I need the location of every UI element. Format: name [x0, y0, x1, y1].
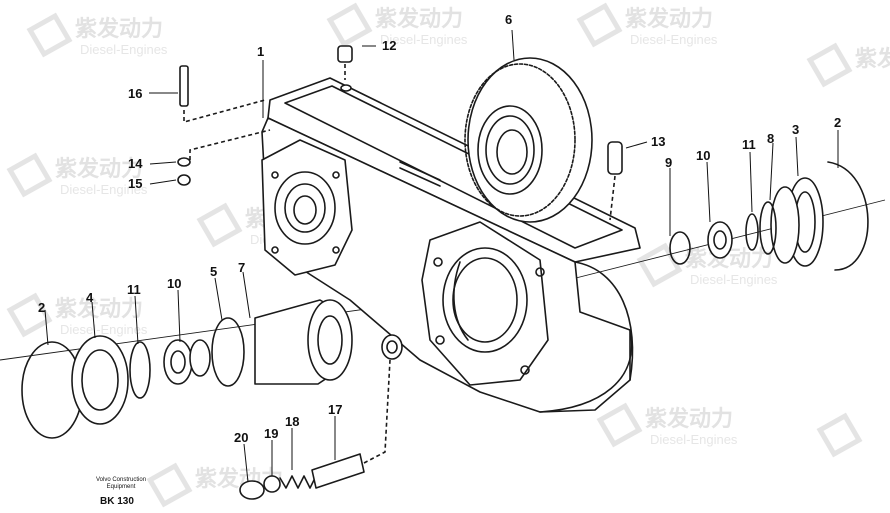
- callout-15: 15: [128, 176, 142, 191]
- callout-6: 6: [505, 12, 512, 27]
- callout-7: 7: [238, 260, 245, 275]
- callout-12: 12: [382, 38, 396, 53]
- watermark-brand: 紫发动力: [645, 406, 733, 431]
- callout-16: 16: [128, 86, 142, 101]
- drawing-code: BK 130: [100, 496, 134, 507]
- callout-11-left: 11: [127, 282, 141, 297]
- callout-20: 20: [234, 430, 248, 445]
- watermark-tile: 紫发动力 Diesel-Engines: [6, 152, 148, 198]
- callout-8: 8: [767, 131, 774, 146]
- callout-10-right: 10: [696, 148, 710, 163]
- callout-10-left: 10: [167, 276, 181, 291]
- small-parts: [177, 45, 623, 221]
- manufacturer-line2: Equipment: [106, 484, 136, 490]
- callout-11-right: 11: [742, 137, 756, 152]
- callout-1: 1: [257, 44, 264, 59]
- callout-9: 9: [665, 155, 672, 170]
- callout-17: 17: [328, 402, 342, 417]
- watermark-subtitle: Diesel-Engines: [80, 42, 168, 57]
- watermark-subtitle: Diesel-Engines: [380, 32, 468, 47]
- callout-2-right: 2: [834, 115, 841, 130]
- right-shaft-assembly: [669, 161, 869, 271]
- watermark-subtitle: Diesel-Engines: [60, 322, 148, 337]
- callout-5: 5: [210, 264, 217, 279]
- manufacturer-note: Volvo Construction Equipment: [96, 477, 146, 491]
- watermark-brand: 紫发动力: [375, 6, 463, 31]
- large-gear: [464, 57, 593, 223]
- watermark-tile: 紫发动力 Diesel-Engines: [636, 242, 778, 288]
- callout-14: 14: [128, 156, 143, 171]
- watermark-tile: 紫发动力 Diesel-Engines: [596, 402, 738, 448]
- left-shaft-assembly: [21, 299, 353, 439]
- callout-2-left: 2: [38, 300, 45, 315]
- callout-numbers: 1 2 2 3 4 5 6 7 8 9 10 10 11 11 12 13 14…: [38, 12, 841, 445]
- callout-3: 3: [792, 122, 799, 137]
- watermark-brand: 紫发动力: [625, 6, 713, 31]
- watermark-tile: 紫发动力 Diesel-Engines: [576, 2, 718, 48]
- callout-19: 19: [264, 426, 278, 441]
- watermark-subtitle: Diesel-Engines: [630, 32, 718, 47]
- watermark-subtitle: Diesel-Engines: [60, 182, 148, 197]
- watermark-brand: 紫发动力: [55, 156, 143, 181]
- callout-18: 18: [285, 414, 299, 429]
- leader-lines: [44, 29, 839, 483]
- watermark-tile: 紫发动力 Diesel-Engines: [326, 2, 468, 48]
- watermark-brand: 紫发动力: [55, 296, 143, 321]
- callout-4: 4: [86, 290, 94, 305]
- plug-spring-assembly: [239, 359, 391, 500]
- watermark-tile: 紫发动力 Diesel-Engines: [6, 292, 148, 338]
- watermark-tile: 紫发动力: [806, 42, 890, 88]
- watermark-tile: 紫发动力 Diesel-Engines: [26, 12, 168, 58]
- watermark-tile: 紫发动力: [146, 462, 283, 508]
- watermark-subtitle: Diesel-Engines: [650, 432, 738, 447]
- manufacturer-line1: Volvo Construction: [96, 477, 147, 483]
- callout-13: 13: [651, 134, 665, 149]
- watermark-tile: [816, 412, 863, 458]
- watermark-subtitle: Diesel-Engines: [690, 272, 778, 287]
- watermark-brand: 紫发动力: [855, 46, 890, 71]
- watermark-brand: 紫发动力: [75, 16, 163, 41]
